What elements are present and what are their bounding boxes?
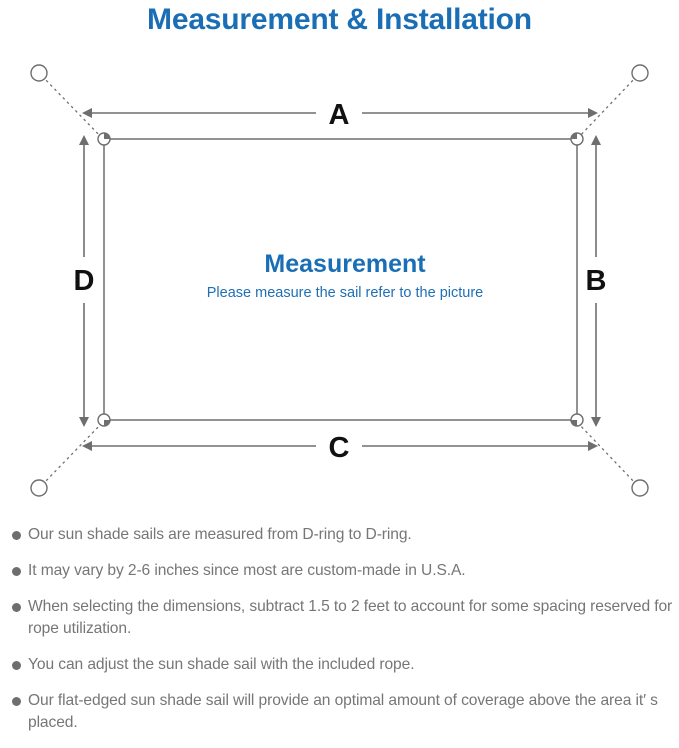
d-ring-markers xyxy=(97,132,584,427)
list-item-text: It may vary by 2-6 inches since most are… xyxy=(28,562,466,579)
list-item-text: When selecting the dimensions, subtract … xyxy=(28,598,673,637)
rope-lines xyxy=(41,75,638,486)
list-item: Our sun shade sails are measured from D-… xyxy=(0,524,679,546)
list-item: It may vary by 2-6 inches since most are… xyxy=(0,560,679,582)
dimension-label-a: A xyxy=(329,99,350,131)
diagram-center-subtitle: Please measure the sail refer to the pic… xyxy=(207,285,483,301)
bullet-icon xyxy=(12,603,21,612)
bullet-icon xyxy=(12,531,21,540)
dimension-label-d: D xyxy=(74,265,95,297)
dimension-label-c: C xyxy=(329,432,350,464)
page-title: Measurement & Installation xyxy=(147,3,532,36)
dimension-label-b: B xyxy=(586,265,607,297)
sun-shade-sail-measurement-diagram: A C D B Measurement Please measure the s… xyxy=(0,45,679,515)
notes-list: Our sun shade sails are measured from D-… xyxy=(0,524,679,748)
list-item: You can adjust the sun shade sail with t… xyxy=(0,654,679,676)
list-item-text: Our flat-edged sun shade sail will provi… xyxy=(28,692,658,731)
list-item-text: Our sun shade sails are measured from D-… xyxy=(28,526,412,543)
list-item: Our flat-edged sun shade sail will provi… xyxy=(0,690,679,734)
bullet-icon xyxy=(12,567,21,576)
list-item: When selecting the dimensions, subtract … xyxy=(0,596,679,640)
d-ring-shading xyxy=(104,133,577,426)
bullet-icon xyxy=(12,661,21,670)
diagram-center-heading: Measurement xyxy=(264,250,426,278)
bullet-icon xyxy=(12,697,21,706)
list-item-text: You can adjust the sun shade sail with t… xyxy=(28,656,415,673)
sail-rectangle xyxy=(103,138,578,421)
anchor-point-circles xyxy=(30,64,649,497)
